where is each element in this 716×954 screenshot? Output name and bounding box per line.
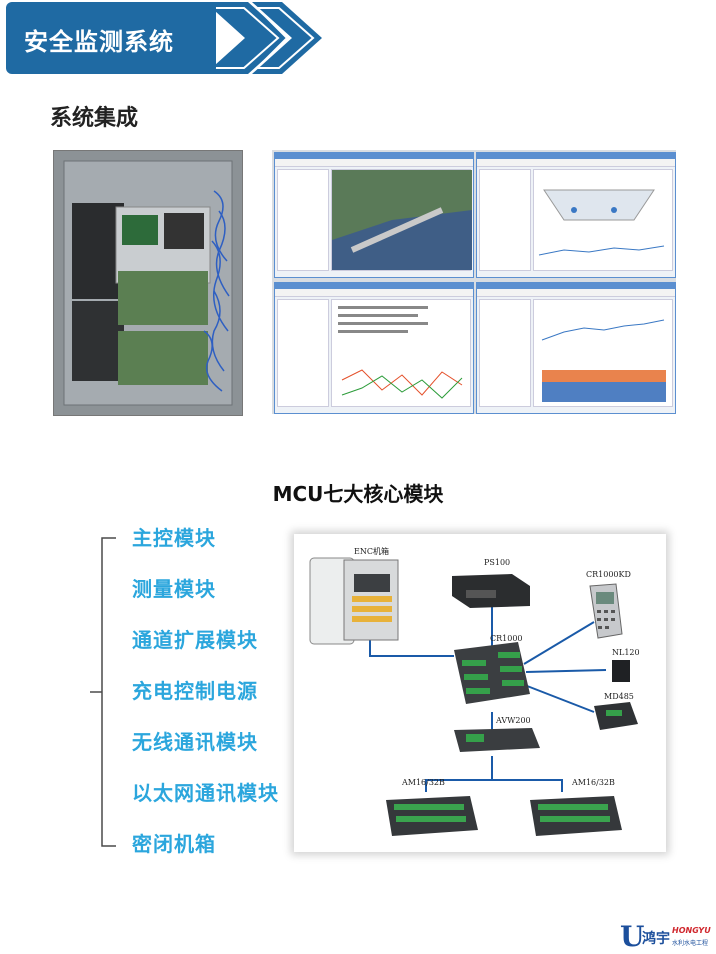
avw200-device [454, 728, 540, 752]
keypad-device [589, 583, 623, 639]
connection-lines [309, 557, 638, 836]
screen-chart-window [274, 282, 474, 414]
enclosure-device [309, 557, 399, 645]
am1632b-device-right [530, 796, 622, 836]
label-avw200: AVW200 [496, 716, 531, 725]
label-am1632b-left: AM16/32B [402, 778, 445, 787]
ps100-device [452, 574, 530, 608]
module-item-sealed-case: 密闭机箱 [132, 832, 216, 856]
logo-cn: 鸿宇 [642, 931, 670, 947]
software-screenshots [272, 150, 676, 414]
logo-mark: U [620, 920, 645, 953]
label-ps100: PS100 [484, 558, 511, 567]
section-title: 系统集成 [50, 106, 139, 131]
module-item-measurement: 测量模块 [132, 577, 216, 601]
label-keypad: CR1000KD [586, 570, 631, 579]
md485-device [594, 702, 638, 730]
mcu-title: MCU七大核心模块 [272, 482, 444, 506]
screen-map-window [274, 152, 474, 278]
cr1000-device [454, 642, 530, 704]
nl120-device [612, 660, 630, 682]
module-item-ethernet: 以太网通讯模块 [132, 781, 279, 805]
label-cr1000: CR1000 [490, 634, 523, 643]
cabinet-photo [53, 150, 243, 416]
logo-sub: 水利水电工程 [672, 940, 709, 947]
list-brace [90, 537, 116, 847]
module-item-main-control: 主控模块 [132, 526, 216, 550]
mcu-diagram: ENC机箱 PS100 CR1000KD CR1000 NL120 MD485 … [294, 534, 666, 852]
label-enclosure: ENC机箱 [354, 547, 389, 556]
screen-dam-window [476, 152, 676, 278]
banner-bar [6, 2, 216, 74]
logo-en: HONGYU [672, 926, 711, 935]
am1632b-device-left [386, 796, 478, 836]
chevron-arrows [205, 2, 322, 74]
screen-profile-window [476, 282, 676, 414]
label-am1632b-right: AM16/32B [572, 778, 615, 787]
header-banner: 安全监测系统 [0, 0, 330, 76]
hongyu-logo: U 鸿宇 HONGYU 水利水电工程 [620, 918, 712, 953]
module-item-charge-power: 充电控制电源 [132, 679, 258, 703]
label-nl120: NL120 [612, 648, 640, 657]
label-md485: MD485 [604, 692, 634, 701]
module-item-wireless: 无线通讯模块 [132, 730, 258, 754]
page-title: 安全监测系统 [24, 28, 174, 56]
module-item-channel-expansion: 通道扩展模块 [132, 628, 258, 652]
